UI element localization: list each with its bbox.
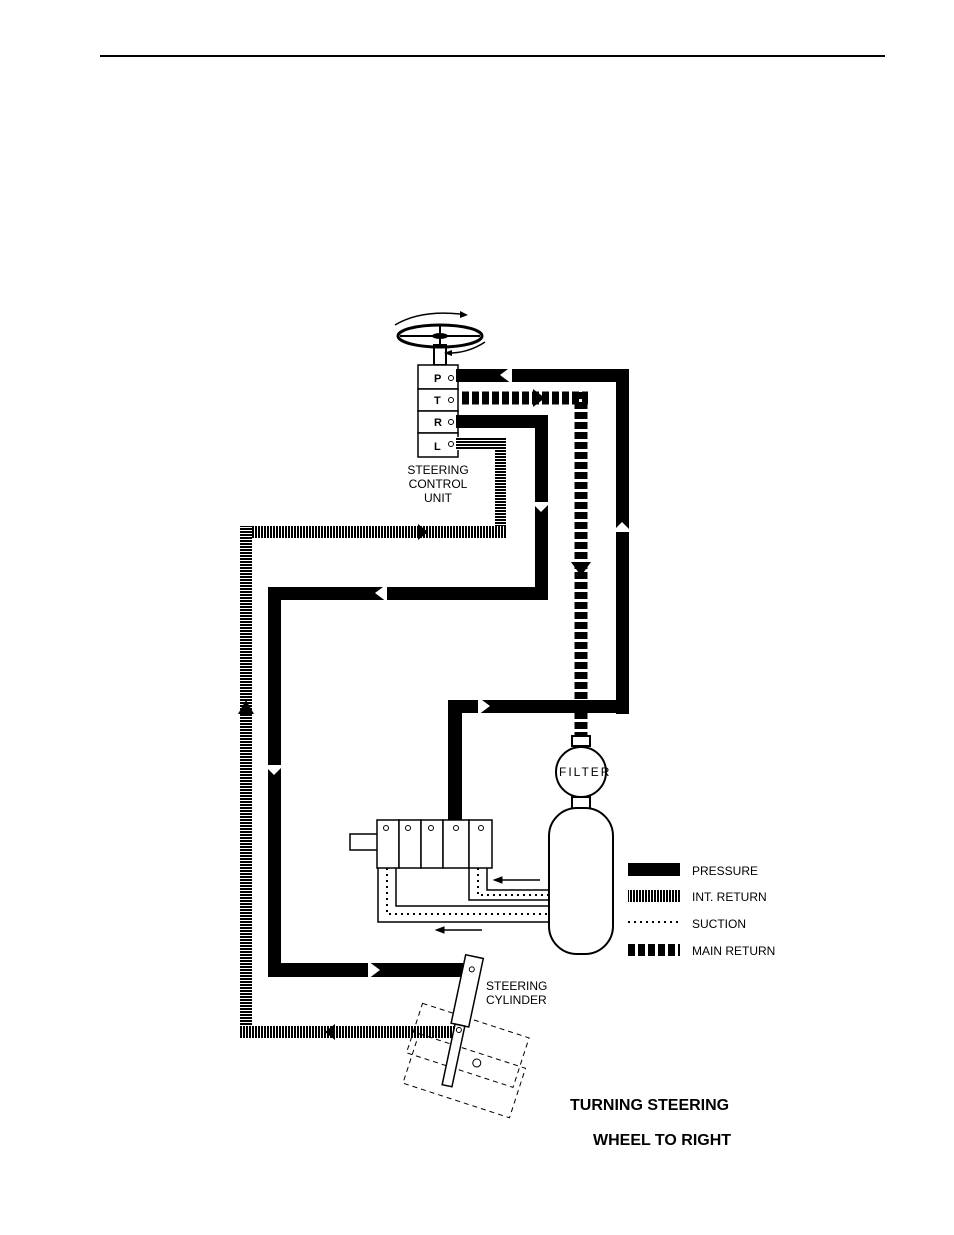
legend-label-int-return: INT. RETURN <box>692 890 767 904</box>
steering-control-unit: P T R L <box>417 364 459 458</box>
svg-text:UNIT: UNIT <box>424 491 453 505</box>
pump-block <box>349 819 493 869</box>
main-return-lines <box>462 389 591 738</box>
filter-label: FILTER <box>559 765 611 779</box>
svg-text:CYLINDER: CYLINDER <box>486 993 547 1007</box>
steering-control-unit-label: STEERING CONTROL UNIT <box>407 463 468 505</box>
svg-text:CONTROL: CONTROL <box>409 477 468 491</box>
steering-cylinder-label: STEERING CYLINDER <box>486 979 547 1007</box>
legend-swatch-pressure <box>628 863 680 876</box>
port-p-label: P <box>434 373 441 385</box>
legend: PRESSURE INT. RETURN SUCTION MAIN RETURN <box>628 863 775 958</box>
caption-line-2: WHEEL TO RIGHT <box>593 1132 732 1149</box>
port-t-label: T <box>434 395 441 407</box>
steering-wheel-icon <box>394 311 486 366</box>
caption-line-1: TURNING STEERING <box>570 1097 730 1114</box>
legend-label-suction: SUCTION <box>692 917 746 931</box>
int-return-lines <box>238 437 506 1040</box>
port-l-label: L <box>434 441 441 453</box>
svg-text:STEERING: STEERING <box>486 979 547 993</box>
pressure-flow-arrows <box>264 366 632 979</box>
legend-swatch-int-return <box>628 890 680 902</box>
header-rule <box>100 55 885 57</box>
port-r-label: R <box>434 417 442 429</box>
svg-text:STEERING: STEERING <box>407 463 468 477</box>
filter-icon: FILTER <box>555 735 611 810</box>
steering-cylinder <box>402 953 530 1119</box>
legend-label-main-return: MAIN RETURN <box>692 944 775 958</box>
reservoir-tank <box>548 807 614 955</box>
suction-lines <box>377 868 549 934</box>
legend-label-pressure: PRESSURE <box>692 864 758 878</box>
